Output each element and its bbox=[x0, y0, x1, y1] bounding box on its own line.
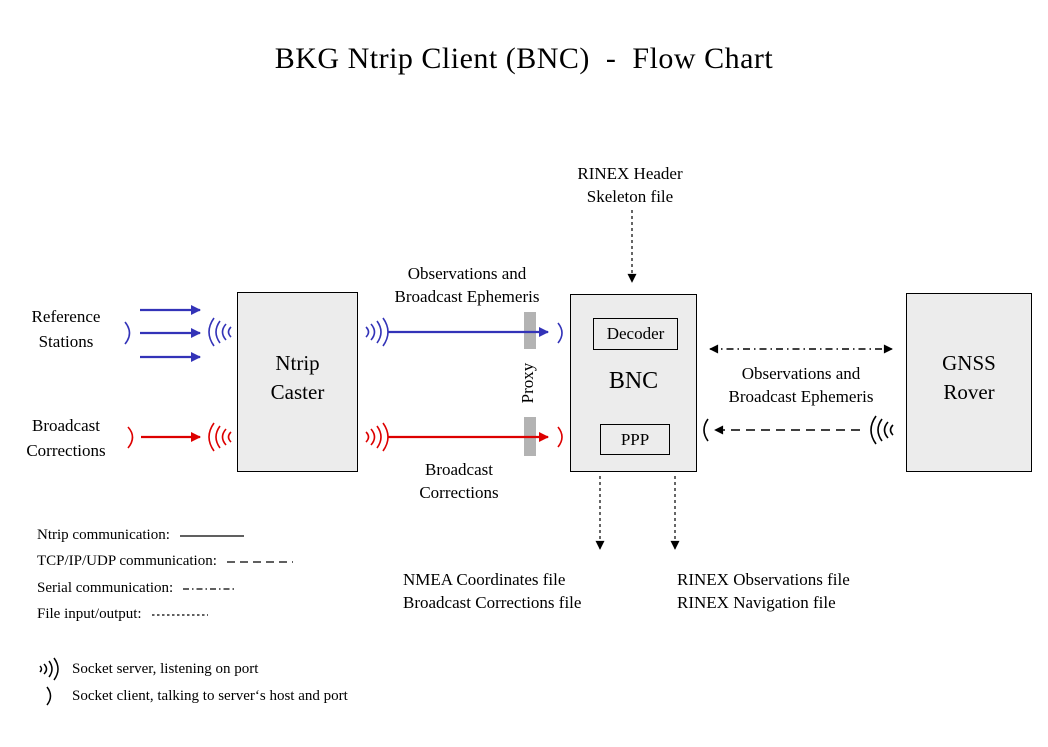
reference-stations-label: Reference Stations bbox=[31, 307, 101, 351]
reference-station-arrows bbox=[140, 305, 549, 362]
broadcast-corrections-mid-label: Broadcast Corrections bbox=[419, 460, 499, 502]
file-io-arrows bbox=[595, 210, 680, 550]
socket-server-icon-caster-right-blue bbox=[365, 317, 389, 347]
legend-file-label: File input/output: bbox=[37, 606, 142, 622]
socket-client-icon-reference bbox=[124, 321, 131, 345]
proxy-bar-top bbox=[524, 312, 536, 349]
bnc-label: BNC bbox=[608, 368, 659, 394]
socket-client-icon-bnc-blue bbox=[557, 322, 563, 344]
socket-server-icon-caster-right-red bbox=[365, 422, 389, 452]
socket-server-legend-label: Socket server, listening on port bbox=[72, 660, 259, 677]
legend-socket-server: Socket server, listening on port bbox=[36, 654, 258, 684]
legend-tcp: TCP/IP/UDP communication: bbox=[37, 553, 295, 570]
legend-serial: Serial communication: bbox=[37, 580, 239, 597]
ntrip-line-sample-icon bbox=[179, 534, 244, 537]
observations-ephemeris-right-label: Observations and Broadcast Ephemeris bbox=[728, 364, 874, 406]
legend-serial-label: Serial communication: bbox=[37, 580, 174, 596]
rinex-header-skeleton-label: RINEX Header Skeleton file bbox=[577, 164, 683, 206]
file-line-sample-icon bbox=[151, 613, 208, 616]
socket-client-icon bbox=[46, 686, 52, 706]
socket-client-icon-bnc-right bbox=[703, 418, 709, 442]
ntrip-caster-label-line2: Caster bbox=[270, 380, 325, 404]
gnss-rover-label-line2: Rover bbox=[943, 380, 995, 404]
node-gnss-rover: GNSS Rover bbox=[906, 293, 1032, 472]
socket-server-icon-caster-left-blue bbox=[208, 317, 232, 347]
bnc-ppp-box: PPP bbox=[600, 424, 670, 455]
legend-tcp-label: TCP/IP/UDP communication: bbox=[37, 553, 217, 569]
page-title: BKG Ntrip Client (BNC) - Flow Chart bbox=[274, 42, 774, 75]
legend-ntrip-label: Ntrip communication: bbox=[37, 527, 170, 543]
gnss-rover-label-line1: GNSS bbox=[942, 351, 996, 375]
socket-client-icon-bnc-red bbox=[557, 426, 563, 448]
proxy-label: Proxy bbox=[518, 362, 537, 404]
socket-client-icon-corrections bbox=[127, 426, 134, 449]
legend-ntrip: Ntrip communication: bbox=[37, 527, 248, 544]
rinex-output-files-label: RINEX Observations file RINEX Navigation… bbox=[677, 570, 850, 612]
legend-file: File input/output: bbox=[37, 606, 210, 623]
node-bnc: Decoder BNC PPP bbox=[570, 294, 697, 472]
nmea-output-files-label: NMEA Coordinates file Broadcast Correcti… bbox=[403, 570, 582, 612]
legend-socket-client: Socket client, talking to server‘s host … bbox=[36, 683, 348, 709]
ntrip-caster-label-line1: Ntrip bbox=[275, 351, 320, 375]
socket-server-icon bbox=[39, 657, 59, 681]
socket-server-icon-caster-left-red bbox=[208, 422, 232, 452]
decoder-label: Decoder bbox=[606, 324, 665, 343]
ppp-label: PPP bbox=[620, 429, 650, 449]
node-ntrip-caster: Ntrip Caster bbox=[237, 292, 358, 472]
tcp-line-sample-icon bbox=[226, 560, 293, 563]
socket-client-legend-label: Socket client, talking to server‘s host … bbox=[72, 687, 348, 704]
bnc-decoder-box: Decoder bbox=[593, 318, 678, 350]
socket-server-icon-rover bbox=[870, 415, 894, 445]
serial-line-sample-icon bbox=[183, 587, 238, 590]
observations-ephemeris-top-label: Observations and Broadcast Ephemeris bbox=[394, 264, 540, 306]
broadcast-corrections-input-label: Broadcast Corrections bbox=[26, 416, 106, 460]
